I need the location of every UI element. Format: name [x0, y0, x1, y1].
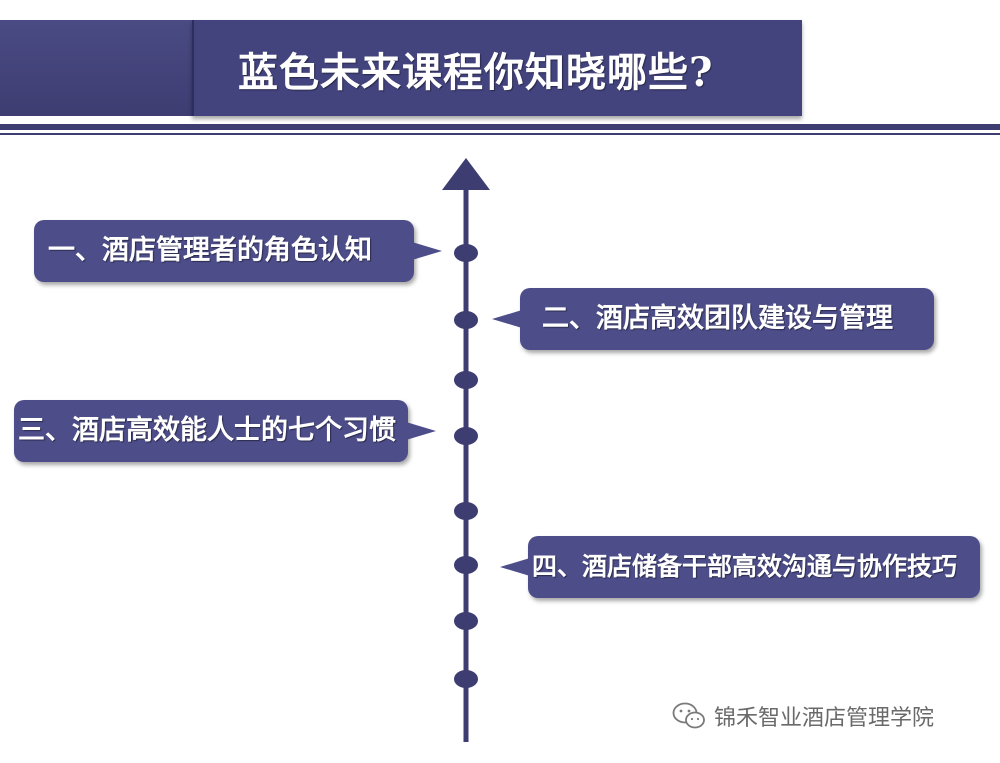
course-item-4-label: 四、酒店储备干部高效沟通与协作技巧 — [532, 552, 958, 581]
course-item-2: 二、酒店高效团队建设与管理 — [492, 288, 934, 350]
header-left-block — [0, 20, 192, 116]
timeline-node — [454, 244, 478, 262]
course-item-4: 四、酒店储备干部高效沟通与协作技巧 — [500, 536, 980, 598]
course-item-1-label: 一、酒店管理者的角色认知 — [48, 235, 372, 266]
watermark-text: 锦禾智业酒店管理学院 — [714, 706, 935, 731]
header-rule-thin — [0, 133, 1000, 135]
course-item-2-pointer — [492, 310, 522, 328]
course-item-3: 三、酒店高效能人士的七个习惯 — [14, 400, 436, 462]
course-item-3-pointer — [406, 422, 436, 440]
timeline-arrowhead — [442, 158, 490, 190]
timeline-node — [454, 556, 478, 574]
timeline-node — [454, 670, 478, 688]
course-item-2-label: 二、酒店高效团队建设与管理 — [542, 303, 893, 334]
timeline-node — [454, 311, 478, 329]
course-item-1-pointer — [412, 242, 442, 260]
course-item-1: 一、酒店管理者的角色认知 — [34, 220, 442, 282]
course-item-4-pointer — [500, 558, 530, 576]
watermark: 锦禾智业酒店管理学院 — [672, 700, 934, 732]
page-title: 蓝色未来课程你知晓哪些? — [238, 49, 714, 96]
timeline-node — [454, 427, 478, 445]
timeline-node — [454, 612, 478, 630]
wechat-icon — [672, 702, 705, 729]
header-rule-thick — [0, 124, 1000, 130]
timeline-node — [454, 371, 478, 389]
header-banner — [192, 20, 802, 116]
course-item-3-label: 三、酒店高效能人士的七个习惯 — [18, 415, 396, 446]
timeline-node — [454, 502, 478, 520]
